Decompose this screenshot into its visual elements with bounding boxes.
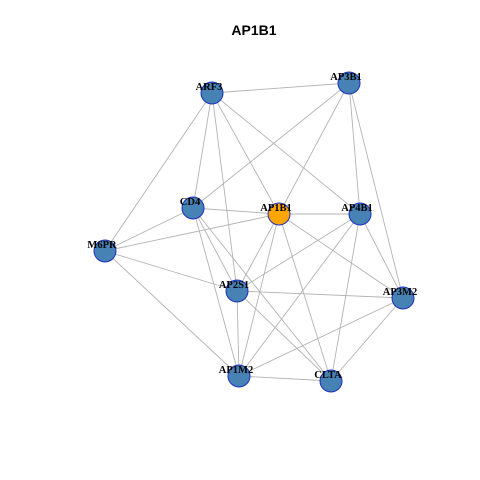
node-layer — [93, 71, 415, 393]
edge-arf3-ap1b1 — [211, 92, 280, 215]
node-m6pr — [93, 239, 117, 263]
edge-ap3b1-cd4 — [192, 82, 350, 209]
edge-ap1b1-ap3m2 — [278, 213, 404, 299]
node-label-ap2s1: AP2S1 — [219, 280, 249, 291]
edge-ap1b1-ap1m2 — [238, 213, 280, 377]
edge-cd4-ap2s1 — [192, 207, 238, 292]
edge-ap1b1-clta — [278, 213, 332, 382]
node-clta — [319, 369, 343, 393]
edge-ap1b1-ap2s1 — [236, 213, 280, 292]
node-label-m6pr: M6PR — [87, 240, 117, 251]
node-ap1m2 — [227, 364, 251, 388]
edge-cd4-ap1m2 — [192, 207, 240, 377]
edge-ap1m2-clta — [238, 375, 332, 382]
edge-ap3m2-clta — [330, 297, 404, 382]
edge-arf3-m6pr — [104, 92, 213, 252]
node-label-ap4b1: AP4B1 — [341, 203, 373, 214]
node-ap2s1 — [225, 279, 249, 303]
node-label-arf3: ARF3 — [196, 82, 223, 93]
node-ap4b1 — [348, 202, 372, 226]
node-label-ap3m2: AP3M2 — [383, 287, 417, 298]
node-ap3b1 — [337, 71, 361, 95]
edge-ap3b1-ap1b1 — [278, 82, 350, 215]
node-label-ap1m2: AP1M2 — [219, 365, 253, 376]
edge-cd4-m6pr — [104, 207, 194, 252]
edge-ap3b1-ap4b1 — [348, 82, 361, 215]
edge-ap2s1-clta — [236, 290, 332, 382]
node-label-ap3b1: AP3B1 — [330, 72, 362, 83]
node-label-ap1b1: AP1B1 — [260, 203, 292, 214]
edge-arf3-ap4b1 — [211, 92, 361, 215]
node-ap1b1 — [267, 202, 291, 226]
edge-ap4b1-ap2s1 — [236, 213, 361, 292]
edge-ap3m2-ap1m2 — [238, 297, 404, 377]
edge-ap4b1-ap1m2 — [238, 213, 361, 377]
edge-m6pr-ap2s1 — [104, 250, 238, 292]
edge-arf3-cd4 — [192, 92, 213, 209]
edge-ap2s1-ap1m2 — [236, 290, 240, 377]
edge-ap4b1-clta — [330, 213, 361, 382]
node-arf3 — [200, 81, 224, 105]
edge-arf3-ap3b1 — [211, 82, 350, 94]
edge-m6pr-ap1m2 — [104, 250, 240, 377]
node-label-cd4: CD4 — [180, 197, 201, 208]
edge-ap1b1-m6pr — [104, 213, 280, 252]
graph-title: AP1B1 — [231, 22, 276, 38]
node-cd4 — [181, 196, 205, 220]
edge-ap3b1-ap3m2 — [348, 82, 404, 299]
node-ap3m2 — [391, 286, 415, 310]
edge-ap4b1-ap3m2 — [359, 213, 404, 299]
edge-cd4-clta — [192, 207, 332, 382]
edge-ap2s1-ap3m2 — [236, 290, 404, 299]
edge-layer — [104, 82, 404, 382]
node-label-clta: CLTA — [314, 370, 342, 381]
edge-cd4-ap1b1 — [192, 207, 280, 215]
edge-arf3-ap2s1 — [211, 92, 238, 292]
